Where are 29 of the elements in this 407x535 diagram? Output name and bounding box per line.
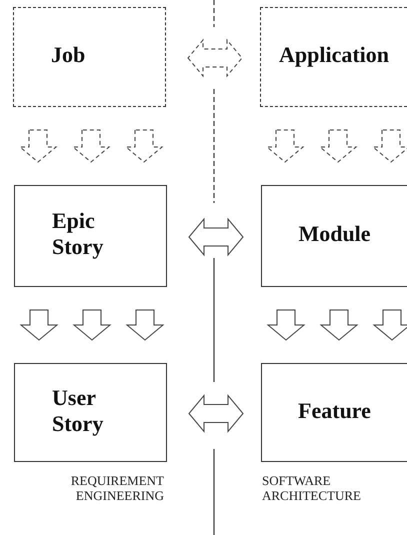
block-arrow bbox=[372, 130, 407, 163]
block-arrow bbox=[20, 310, 58, 341]
box-title: Job bbox=[51, 42, 86, 68]
box-title: Feature bbox=[298, 398, 371, 424]
block-arrow bbox=[187, 38, 243, 78]
process-box bbox=[14, 185, 167, 287]
block-arrow bbox=[318, 130, 358, 163]
box-title: User Story bbox=[52, 384, 104, 436]
block-arrow bbox=[72, 310, 112, 341]
process-box bbox=[13, 7, 166, 107]
block-arrow bbox=[320, 310, 358, 341]
process-box bbox=[260, 7, 407, 107]
process-box bbox=[261, 363, 407, 462]
block-arrow bbox=[266, 310, 306, 341]
block-arrow bbox=[124, 130, 164, 163]
block-arrow bbox=[126, 310, 164, 341]
block-arrow bbox=[266, 130, 304, 163]
block-arrow bbox=[72, 130, 110, 163]
box-title: Application bbox=[278, 42, 390, 68]
block-arrow bbox=[188, 394, 244, 433]
column-caption: REQUIREMENT ENGINEERING bbox=[70, 473, 164, 503]
block-arrow bbox=[372, 310, 407, 341]
block-arrow bbox=[188, 218, 244, 256]
box-title: Module bbox=[298, 221, 371, 247]
block-arrow bbox=[18, 130, 58, 163]
box-title: Epic Story bbox=[52, 208, 104, 260]
column-caption: SOFTWARE ARCHITECTURE bbox=[262, 473, 362, 503]
process-box bbox=[14, 363, 167, 462]
process-box bbox=[261, 185, 407, 287]
